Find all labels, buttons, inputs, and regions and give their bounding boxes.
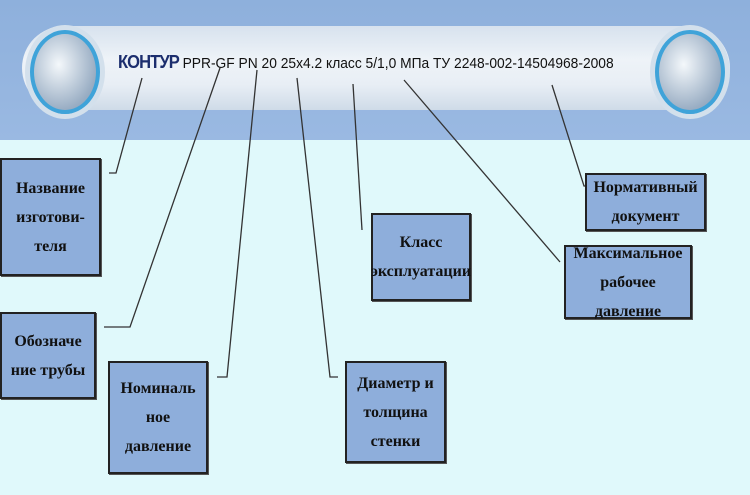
label-pipe-designation: Обозначе ние трубы bbox=[0, 312, 96, 399]
leader-max-pressure bbox=[403, 79, 561, 263]
label-line: рабочее давление bbox=[594, 273, 662, 320]
label-service-class: Класс эксплуатации bbox=[371, 213, 471, 301]
label-line: изготови- bbox=[16, 208, 85, 226]
label-line: документ bbox=[611, 208, 680, 225]
label-line: теля bbox=[34, 237, 67, 255]
pipe bbox=[22, 26, 730, 110]
pipe-end-right bbox=[655, 30, 725, 114]
label-line: Номиналь bbox=[120, 380, 196, 397]
label-manufacturer: Название изготови-теля bbox=[0, 158, 101, 276]
leader-manufacturer bbox=[109, 77, 143, 174]
leader-diameter bbox=[296, 77, 338, 378]
label-nominal-pressure: Номиналь ное давление bbox=[108, 361, 208, 474]
label-line: эксплуатации bbox=[370, 263, 472, 280]
label-line: Нормативный bbox=[593, 179, 698, 196]
label-line: Обозначе bbox=[14, 332, 82, 350]
label-line: стенки bbox=[370, 432, 421, 450]
leader-designation bbox=[104, 67, 221, 328]
leader-nominal bbox=[217, 69, 258, 378]
pipe-end-left bbox=[30, 30, 100, 114]
label-line: давление bbox=[124, 438, 192, 455]
label-line: толщина bbox=[363, 403, 428, 421]
label-line: ное bbox=[145, 409, 171, 426]
label-max-pressure: Максимальное рабочее давление bbox=[564, 245, 692, 320]
leader-normative bbox=[551, 84, 592, 187]
label-line: Максимальное bbox=[573, 244, 683, 262]
label-normative-doc: Нормативный документ bbox=[585, 173, 706, 231]
label-line: ние трубы bbox=[10, 361, 86, 379]
leader-class bbox=[352, 83, 363, 231]
manufacturer-logo: КОНТУР bbox=[118, 52, 180, 72]
marking-text: PPR-GF PN 20 25x4.2 класс 5/1,0 МПа ТУ 2… bbox=[182, 55, 614, 72]
label-line: Название bbox=[15, 179, 86, 197]
label-diameter-wall: Диаметр и толщина стенки bbox=[345, 361, 446, 463]
label-line: Класс bbox=[399, 234, 443, 251]
label-line: Диаметр и bbox=[357, 374, 434, 392]
